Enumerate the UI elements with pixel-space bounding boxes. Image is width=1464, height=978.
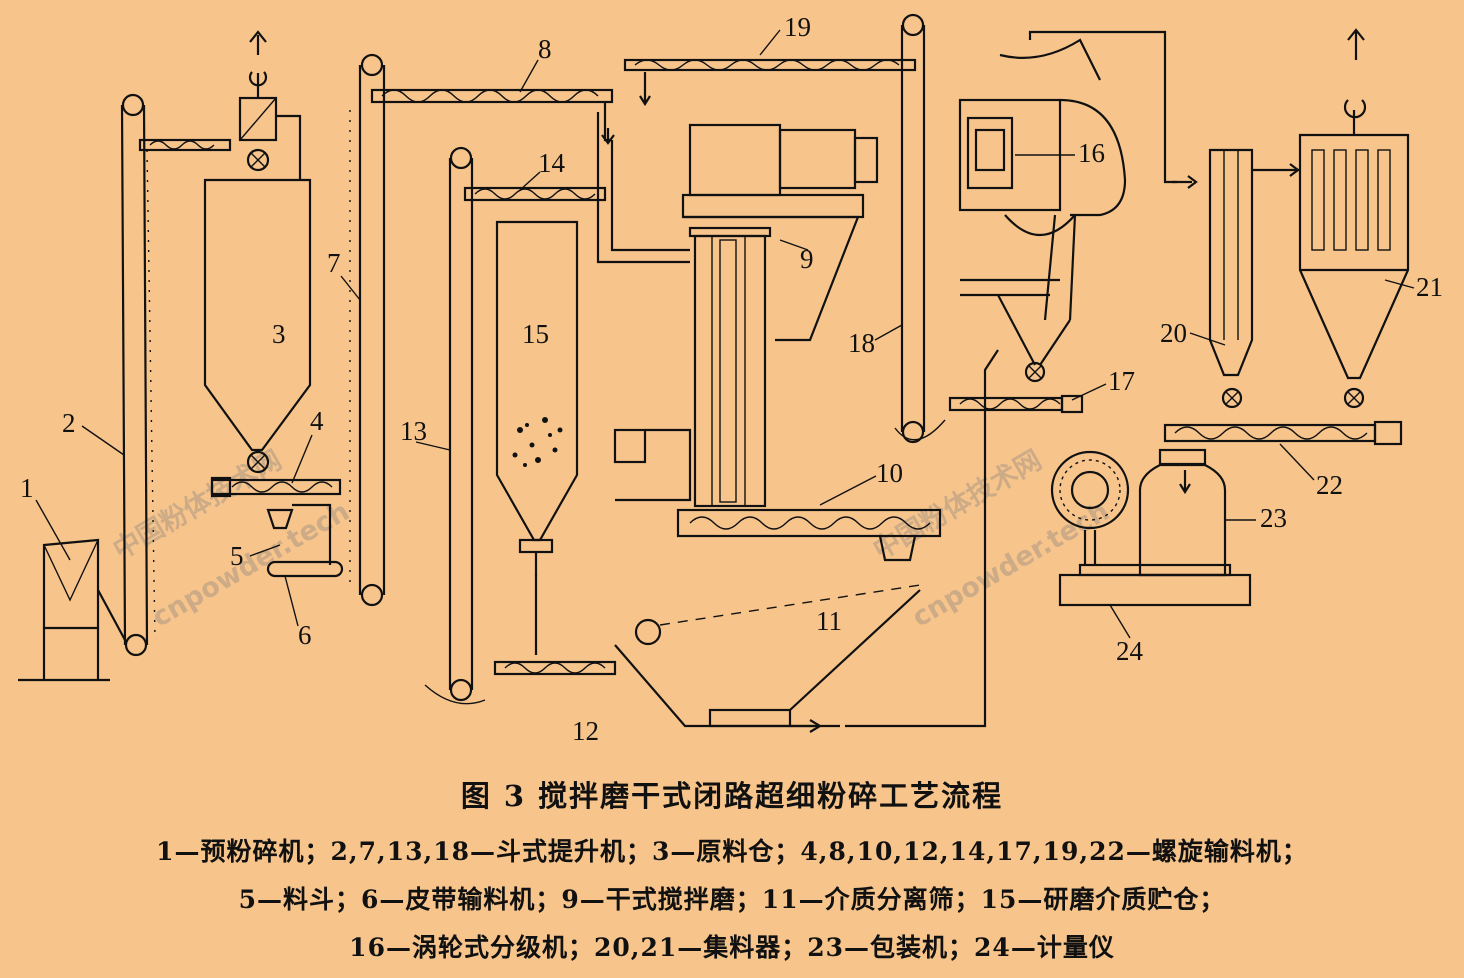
label-16: 16 xyxy=(1078,138,1105,168)
label-2: 2 xyxy=(62,408,76,438)
process-flow-diagram: 中国粉体技术网 cnpowder.tech 中国粉体技术网 cnpowder.t… xyxy=(18,12,1443,746)
metering-instrument xyxy=(1050,450,1252,607)
label-12: 12 xyxy=(572,716,599,746)
bucket-elevator-7 xyxy=(349,53,386,607)
label-3: 3 xyxy=(272,319,286,349)
screw-conveyor-12 xyxy=(493,660,617,676)
bucket-elevator-18 xyxy=(894,13,946,444)
screw-conveyor-19 xyxy=(623,58,917,107)
label-14: 14 xyxy=(538,148,566,178)
label-24: 24 xyxy=(1116,636,1144,666)
screw-conveyor-14 xyxy=(463,186,607,202)
screw-conveyor-17 xyxy=(948,394,1084,414)
screw-conveyor-4 xyxy=(210,476,342,498)
figure-title: 图 3 搅拌磨干式闭路超细粉碎工艺流程 xyxy=(460,779,1004,813)
label-13: 13 xyxy=(400,416,427,446)
screw-conveyor-8 xyxy=(370,88,615,145)
label-19: 19 xyxy=(784,12,811,42)
label-11: 11 xyxy=(816,606,842,636)
collector-20 xyxy=(1208,148,1300,409)
label-7: 7 xyxy=(327,248,341,278)
screw-feeder-top-left xyxy=(138,138,232,152)
screw-conveyor-22 xyxy=(1158,420,1403,466)
bucket-elevator-2 xyxy=(120,93,156,657)
packing-machine xyxy=(1138,463,1227,577)
label-10: 10 xyxy=(876,458,903,488)
label-20: 20 xyxy=(1160,318,1187,348)
collector-21 xyxy=(1298,28,1410,409)
legend-line: 5—料斗；6—皮带输料机；9—干式搅拌磨；11—介质分离筛；15—研磨介质贮仓； xyxy=(238,885,1226,914)
label-4: 4 xyxy=(310,406,324,436)
legend-line: 16—涡轮式分级机；20,21—集料器；23—包装机；24—计量仪 xyxy=(349,933,1115,962)
label-22: 22 xyxy=(1316,470,1343,500)
belt-conveyor xyxy=(266,560,344,578)
media-separating-screen xyxy=(614,349,999,733)
label-9: 9 xyxy=(800,244,814,274)
raw-material-silo xyxy=(203,30,312,474)
media-particles xyxy=(512,417,563,467)
label-17: 17 xyxy=(1108,366,1135,396)
legend-line: 1—预粉碎机；2,7,13,18—斗式提升机；3—原料仓；4,8,10,12,1… xyxy=(156,837,1308,866)
label-15: 15 xyxy=(522,319,549,349)
label-1: 1 xyxy=(20,473,34,503)
label-8: 8 xyxy=(538,34,552,64)
pre-crusher xyxy=(18,538,126,682)
screw-conveyor-10 xyxy=(676,508,942,562)
turbine-classifier xyxy=(958,30,1198,383)
hopper xyxy=(266,503,332,565)
label-5: 5 xyxy=(230,541,244,571)
leader-lines xyxy=(35,29,1415,639)
grinding-media-bin xyxy=(495,220,579,655)
label-18: 18 xyxy=(848,328,875,358)
label-23: 23 xyxy=(1260,503,1287,533)
label-6: 6 xyxy=(298,620,312,650)
label-21: 21 xyxy=(1416,272,1443,302)
dry-stirring-mill xyxy=(596,112,879,508)
bucket-elevator-13 xyxy=(424,146,486,705)
